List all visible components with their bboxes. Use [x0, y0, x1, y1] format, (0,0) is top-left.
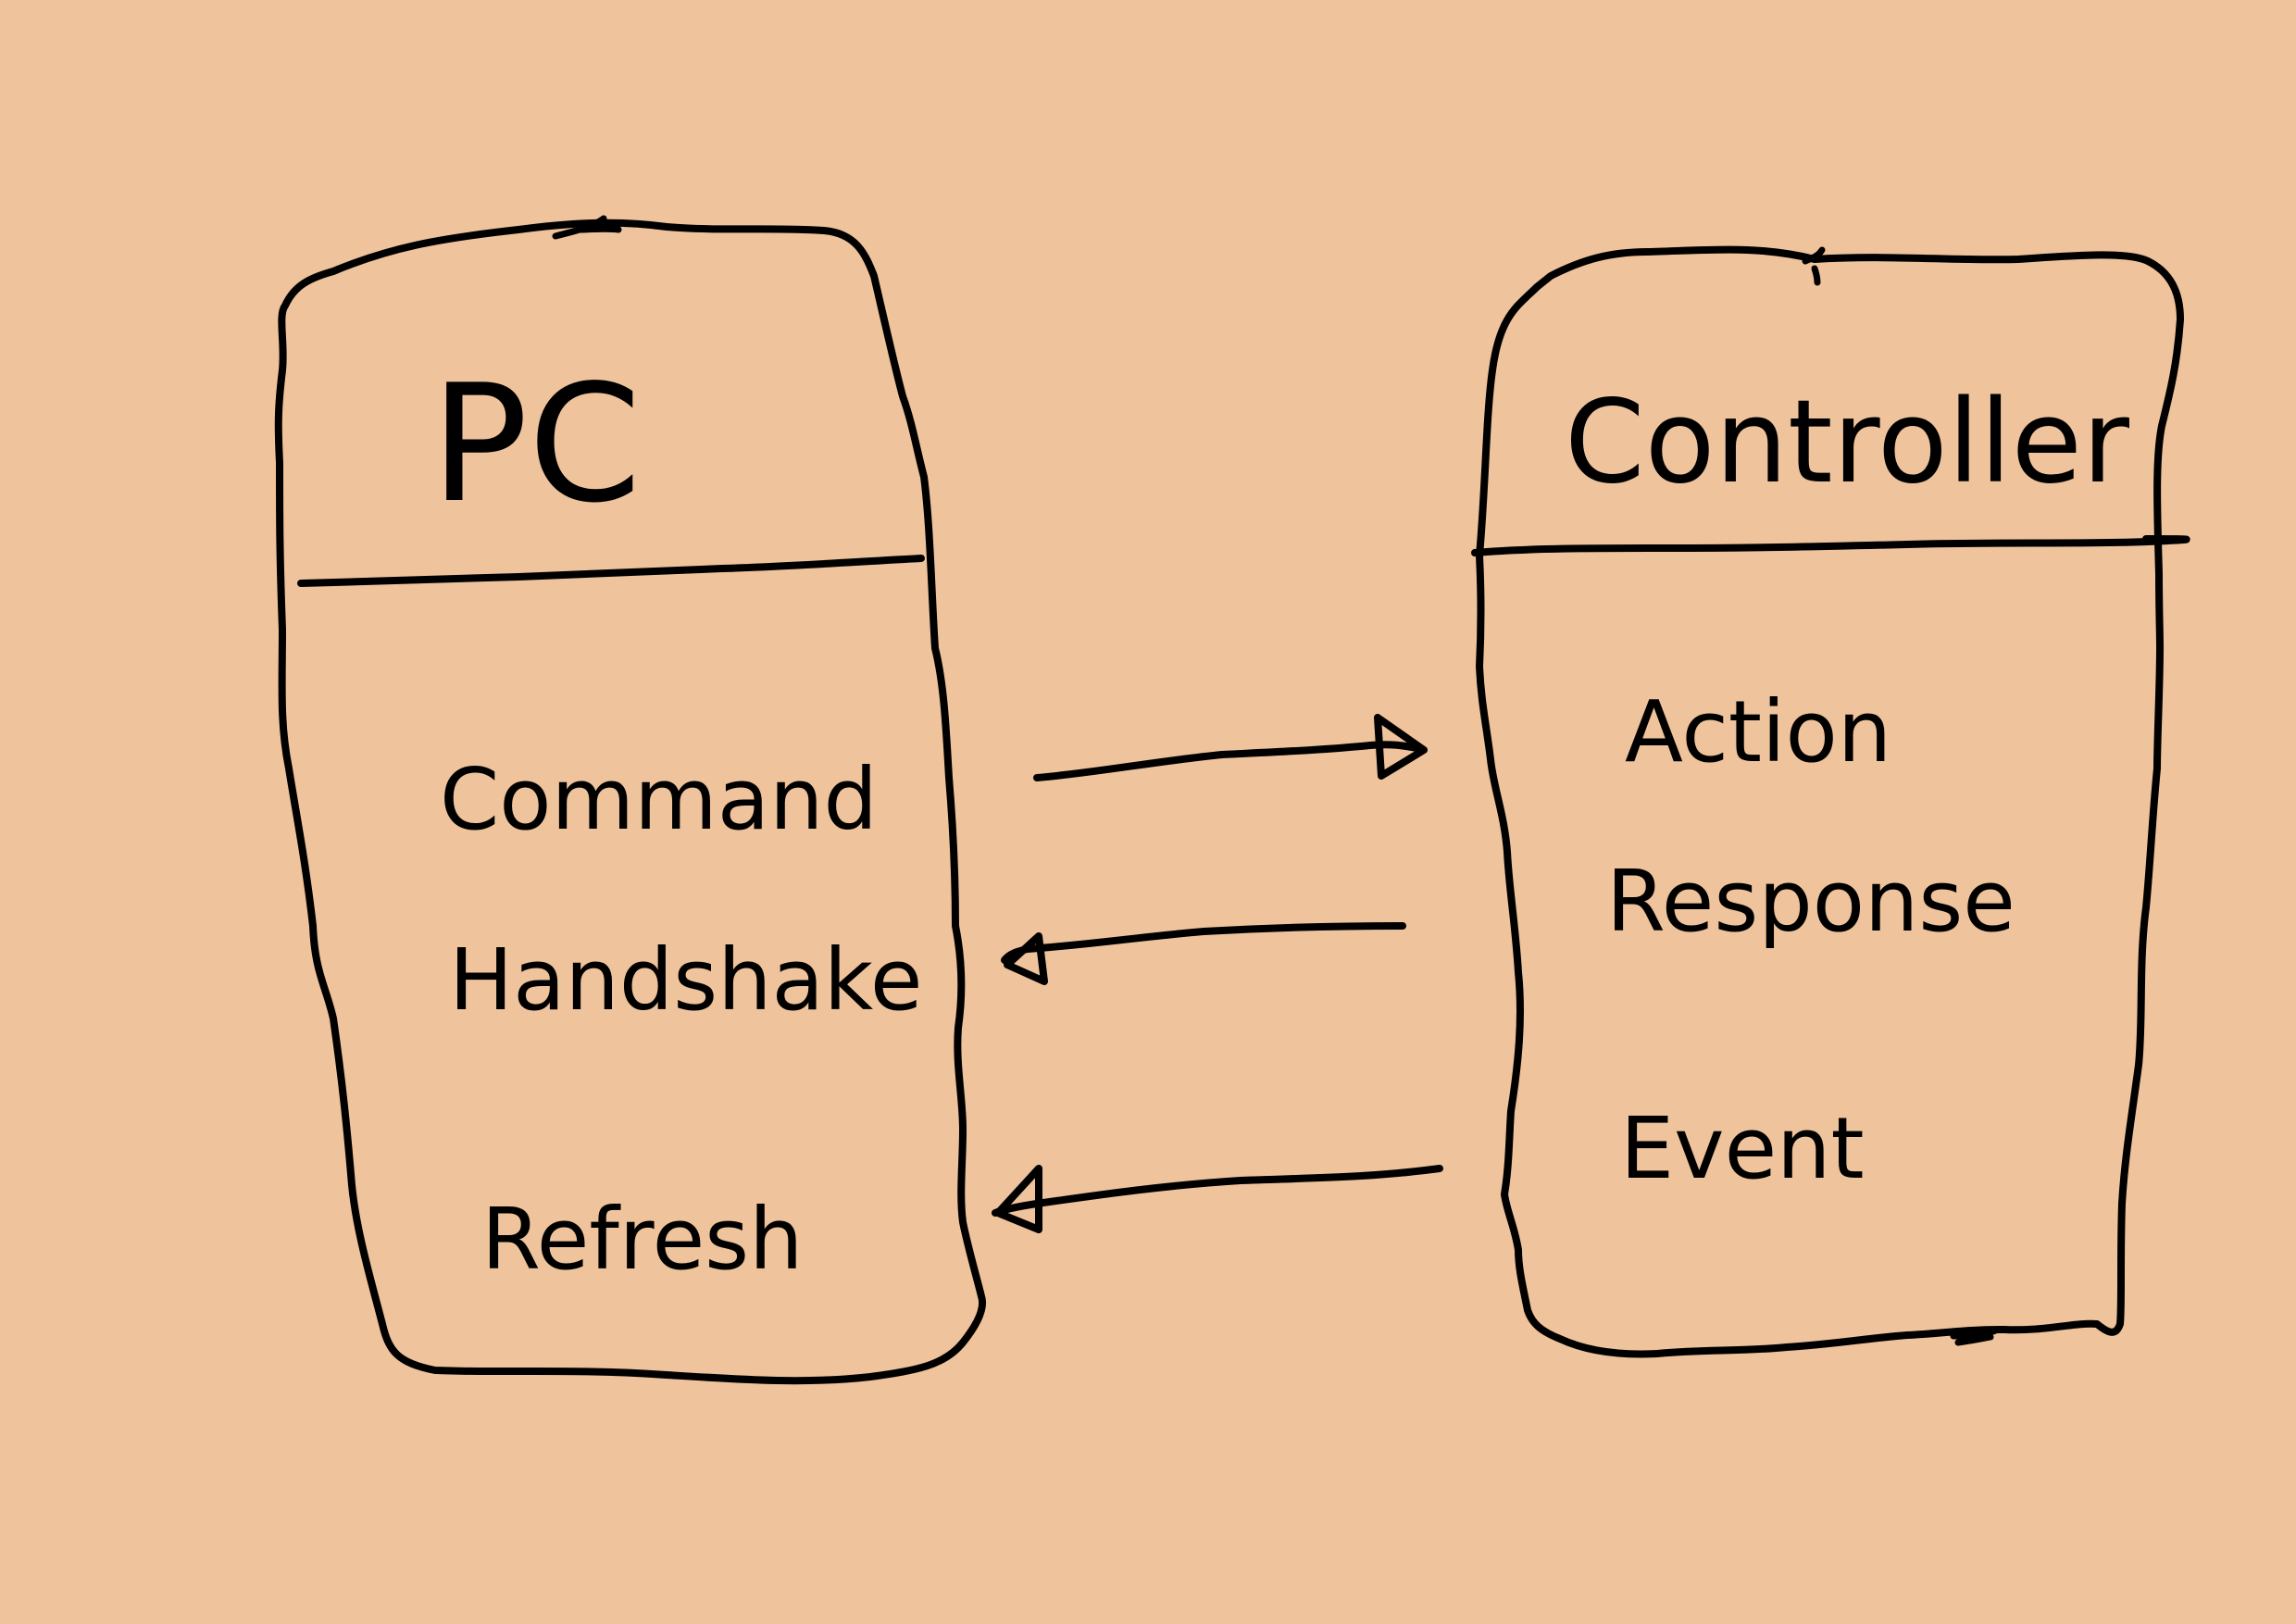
arrow-event-to-refresh: [992, 1165, 1443, 1233]
controller-item-action: Action: [1625, 682, 1891, 781]
controller-item-response: Response: [1606, 852, 2015, 951]
arrow-head: [1374, 714, 1428, 780]
pc-item-command: Command: [440, 750, 878, 849]
pc-item-refresh: Refresh: [481, 1190, 803, 1289]
arrow-response-to-handshake: [1001, 922, 1406, 985]
arrow-line: [992, 1165, 1443, 1217]
controller-title: Controller: [1565, 376, 2129, 509]
pc-item-handshake: Handshake: [449, 931, 922, 1030]
pc-block: PC Command Handshake Refresh: [274, 215, 987, 1385]
arrow-head: [1004, 932, 1048, 985]
pc-box-outline: [274, 219, 987, 1385]
pc-top-notch: [552, 215, 622, 240]
controller-bottom-notch: [1950, 1326, 2002, 1346]
controller-item-event: Event: [1620, 1099, 1865, 1198]
controller-block: Controller Action Response Event: [1471, 245, 2190, 1358]
controller-box-outline: [1476, 245, 2184, 1358]
arrow-head: [994, 1165, 1042, 1233]
controller-top-notch: [1802, 246, 1826, 286]
arrow-line: [1033, 741, 1420, 781]
pc-title: PC: [430, 351, 642, 539]
pc-title-divider: [297, 555, 925, 587]
controller-title-divider: [1471, 535, 2190, 556]
arrow-command-to-action: [1033, 714, 1428, 781]
